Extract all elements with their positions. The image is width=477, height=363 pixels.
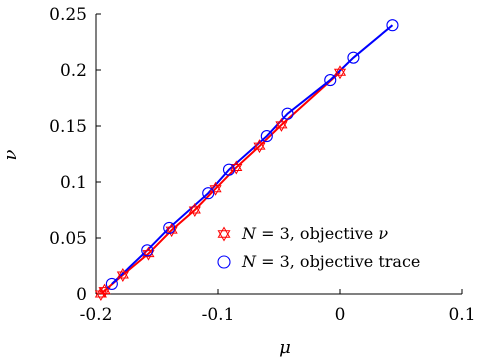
y-tick-label: 0 bbox=[76, 285, 87, 305]
x-tick-label: -0.1 bbox=[202, 305, 235, 325]
hexagram-triangle-up bbox=[275, 117, 288, 129]
series-1-point bbox=[163, 221, 176, 234]
hexagram-triangle-up bbox=[188, 203, 201, 214]
hexagram-triangle-down bbox=[333, 68, 347, 80]
legend-marker bbox=[217, 255, 231, 269]
y-axis-label: ν bbox=[0, 149, 21, 160]
series-0-point bbox=[275, 117, 288, 132]
legend-variable: N bbox=[241, 252, 257, 271]
hexagram-triangle-down bbox=[165, 226, 178, 238]
x-tick-label: 0.1 bbox=[448, 305, 475, 325]
hexagram-triangle-up bbox=[98, 283, 111, 295]
axes bbox=[95, 14, 462, 295]
series-1-point bbox=[222, 163, 236, 176]
series-1-point bbox=[105, 277, 118, 290]
y-tick-label: 0.15 bbox=[49, 117, 87, 137]
series-1-point bbox=[324, 74, 337, 87]
series-0-point bbox=[98, 283, 111, 298]
x-tick-label: -0.2 bbox=[80, 305, 113, 325]
y-tick-label: 0.1 bbox=[60, 173, 87, 193]
hexagram-triangle-up bbox=[217, 226, 231, 238]
legend-variable: N bbox=[241, 224, 257, 243]
y-tick-label: 0.2 bbox=[60, 61, 87, 81]
tick-marks bbox=[95, 13, 463, 295]
hexagram-triangle-down bbox=[230, 163, 243, 175]
hexagram-triangle-up bbox=[253, 139, 266, 150]
series-1-point bbox=[260, 130, 273, 143]
hexagram-triangle-down bbox=[94, 290, 107, 301]
series-1-point bbox=[386, 19, 399, 32]
series-1-point bbox=[347, 51, 360, 64]
hexagram-triangle-up bbox=[209, 181, 222, 193]
legend-text: = 3, objective bbox=[256, 224, 378, 243]
x-axis-label: μ bbox=[279, 337, 291, 358]
series-0-point bbox=[333, 65, 347, 80]
legend-label-0: N = 3, objective ν bbox=[241, 224, 388, 243]
hexagram-triangle-down bbox=[98, 287, 111, 298]
hexagram-triangle-down bbox=[253, 142, 266, 154]
series-1-point bbox=[281, 107, 294, 120]
series-0-point bbox=[253, 139, 266, 154]
y-tick-label: 0.05 bbox=[49, 229, 87, 249]
series-0-point bbox=[188, 203, 201, 217]
legend-label-1: N = 3, objective trace bbox=[241, 252, 420, 271]
hexagram-triangle-down bbox=[275, 121, 288, 132]
series-1-line bbox=[111, 24, 394, 285]
hexagram-triangle-up bbox=[333, 65, 347, 76]
hexagram-triangle-up bbox=[142, 246, 155, 258]
tick-labels: -0.2 -0.1 0 0.1 0 0.05 0.1 0.15 0.2 0.25 bbox=[49, 5, 475, 325]
hexagram-triangle-up bbox=[116, 267, 129, 279]
hexagram-triangle-up bbox=[94, 287, 107, 298]
legend-text: = 3, objective trace bbox=[256, 252, 420, 271]
series-1-point bbox=[202, 187, 215, 200]
series-0-point bbox=[116, 267, 129, 282]
series-markers bbox=[94, 19, 399, 301]
legend: N = 3, objective νN = 3, objective trace bbox=[217, 224, 420, 271]
legend-symbol: ν bbox=[378, 224, 388, 243]
hexagram-triangle-down bbox=[217, 230, 231, 242]
hexagram-triangle-down bbox=[116, 271, 129, 282]
series-1-point bbox=[141, 244, 154, 257]
y-tick-label: 0.25 bbox=[49, 5, 87, 25]
x-tick-label: 0 bbox=[335, 305, 346, 325]
legend-marker bbox=[217, 226, 231, 242]
hexagram-triangle-down bbox=[188, 206, 201, 217]
